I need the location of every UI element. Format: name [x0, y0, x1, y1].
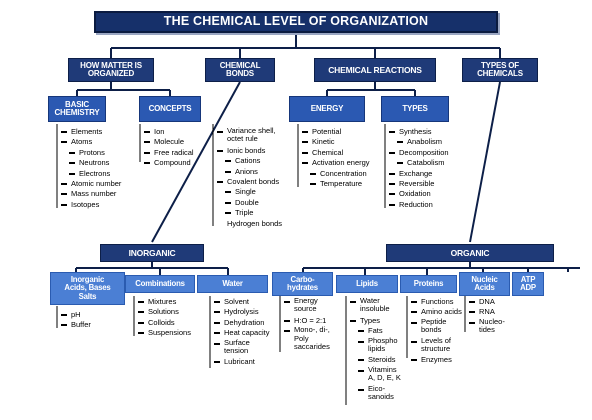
list-item: Hydrogen bonds [227, 218, 283, 228]
nucleic-acids-list: DNA RNA Nucleo- tides [469, 297, 505, 337]
node-lipids: Lipids [336, 275, 398, 293]
list-item: Lubricant [214, 357, 269, 367]
list-item: Suspensions [138, 328, 191, 338]
list-item: Anions [217, 167, 282, 177]
list-item: Decomposition [389, 148, 449, 158]
list-item: Anabolism [389, 137, 449, 147]
list-item: Elements [61, 127, 121, 137]
proteins-list: Functions Amino acids Peptide bonds Leve… [411, 297, 462, 366]
list-item: Phospho lipids [350, 336, 401, 354]
list-item: Potential [302, 127, 370, 137]
node-combinations: Combinations [125, 275, 195, 293]
list-item: Compound [144, 158, 194, 168]
node-inorganic: INORGANIC [100, 244, 204, 262]
list-item: Oxidation [389, 189, 449, 199]
list-item: Free radical [144, 148, 194, 158]
list-item: Surface tension [214, 338, 269, 356]
list-item: Synthesis [389, 127, 449, 137]
list-item: Atoms [61, 137, 121, 147]
concepts-list: Ion Molecule Free radical Compound [144, 127, 194, 169]
list-item: Exchange [389, 169, 449, 179]
list-item: Steroids [350, 355, 401, 365]
list-item: Hydrolysis [214, 307, 269, 317]
carbohydrates-list: Energy source H:O = 2:1 Mono-, di-, Poly… [284, 296, 330, 353]
list-item: Eico- sanoids [350, 384, 401, 402]
list-item: Types [350, 316, 401, 326]
list-item: Ionic bonds [217, 146, 282, 156]
combinations-list: Mixtures Solutions Colloids Suspensions [138, 297, 191, 339]
node-types-of-chemicals: TYPES OF CHEMICALS [462, 58, 538, 82]
list-item: DNA [469, 297, 505, 307]
list-item: Variance shell, octet rule [217, 126, 282, 144]
list-item: Isotopes [61, 200, 121, 210]
node-chemical-reactions: CHEMICAL REACTIONS [314, 58, 436, 82]
node-energy: ENERGY [289, 96, 365, 122]
diagram-title: THE CHEMICAL LEVEL OF ORGANIZATION [94, 11, 498, 33]
list-item: Enzymes [411, 355, 462, 365]
list-item: Mono-, di-, Poly saccarides [284, 325, 330, 351]
water-list: Solvent Hydrolysis Dehydration Heat capa… [214, 297, 269, 368]
list-item: Functions [411, 297, 462, 307]
reaction-types-list: Synthesis Anabolism Decomposition Catabo… [389, 127, 449, 210]
list-item: Single [217, 187, 282, 197]
list-item: Reduction [389, 200, 449, 210]
list-item: Activation energy [302, 158, 370, 168]
node-water: Water [197, 275, 268, 293]
list-item: Levels of structure [411, 336, 462, 354]
atp-adp-label: ATP ADP [520, 274, 536, 292]
list-item: Vitamins A, D, E, K [350, 365, 401, 383]
list-item: Neutrons [61, 158, 121, 168]
node-inorganic-acids-bases-salts: Inorganic Acids, Bases Salts [50, 272, 125, 305]
basic-chemistry-list: Elements Atoms Protons Neutrons Electron… [61, 127, 121, 210]
list-item: Mixtures [138, 297, 191, 307]
node-nucleic-acids: Nucleic Acids [459, 272, 510, 296]
list-item: Molecule [144, 137, 194, 147]
list-item: Temperature [302, 179, 370, 189]
lipids-list: Water insoluble Types Fats Phospho lipid… [350, 296, 401, 403]
list-item: Chemical [302, 148, 370, 158]
chemical-bonds-list: Variance shell, octet rule Ionic bonds C… [217, 126, 283, 229]
list-item: Dehydration [214, 318, 269, 328]
list-item: Energy source [284, 296, 330, 314]
list-item: pH [61, 310, 91, 320]
node-organic: ORGANIC [386, 244, 554, 262]
list-item: Heat capacity [214, 328, 269, 338]
list-item: Solutions [138, 307, 191, 317]
list-item: Triple [217, 208, 282, 218]
node-atp: ATP ADP [512, 272, 544, 296]
list-item: Kinetic [302, 137, 370, 147]
list-item: Covalent bonds [217, 177, 282, 187]
list-item: H:O = 2:1 [284, 316, 330, 326]
list-item: Nucleo- tides [469, 317, 505, 335]
list-item: Catabolism [389, 158, 449, 168]
list-item: Water insoluble [350, 296, 401, 314]
list-item: Atomic number [61, 179, 121, 189]
list-item: Peptide bonds [411, 317, 462, 335]
list-item: Double [217, 198, 282, 208]
list-item: Colloids [138, 318, 191, 328]
node-types: TYPES [381, 96, 449, 122]
energy-list: Potential Kinetic Chemical Activation en… [302, 127, 370, 189]
list-item: Protons [61, 148, 121, 158]
list-item: Cations [217, 156, 282, 166]
node-proteins: Proteins [400, 275, 457, 293]
node-carbohydrates: Carbo- hydrates [272, 272, 333, 296]
list-item: Amino acids [411, 307, 462, 317]
list-item: Electrons [61, 169, 121, 179]
list-item: Mass number [61, 189, 121, 199]
list-item: Solvent [214, 297, 269, 307]
node-chemical-bonds: CHEMICAL BONDS [205, 58, 275, 82]
list-item: Buffer [61, 320, 91, 330]
acids-list: pH Buffer [61, 310, 91, 331]
list-item: RNA [469, 307, 505, 317]
node-basic-chemistry: BASIC CHEMISTRY [48, 96, 106, 122]
list-item: Reversible [389, 179, 449, 189]
list-item: Ion [144, 127, 194, 137]
list-item: Concentration [302, 169, 370, 179]
node-concepts: CONCEPTS [139, 96, 201, 122]
list-item: Fats [350, 326, 401, 336]
node-how-matter-is-organized: HOW MATTER IS ORGANIZED [68, 58, 154, 82]
